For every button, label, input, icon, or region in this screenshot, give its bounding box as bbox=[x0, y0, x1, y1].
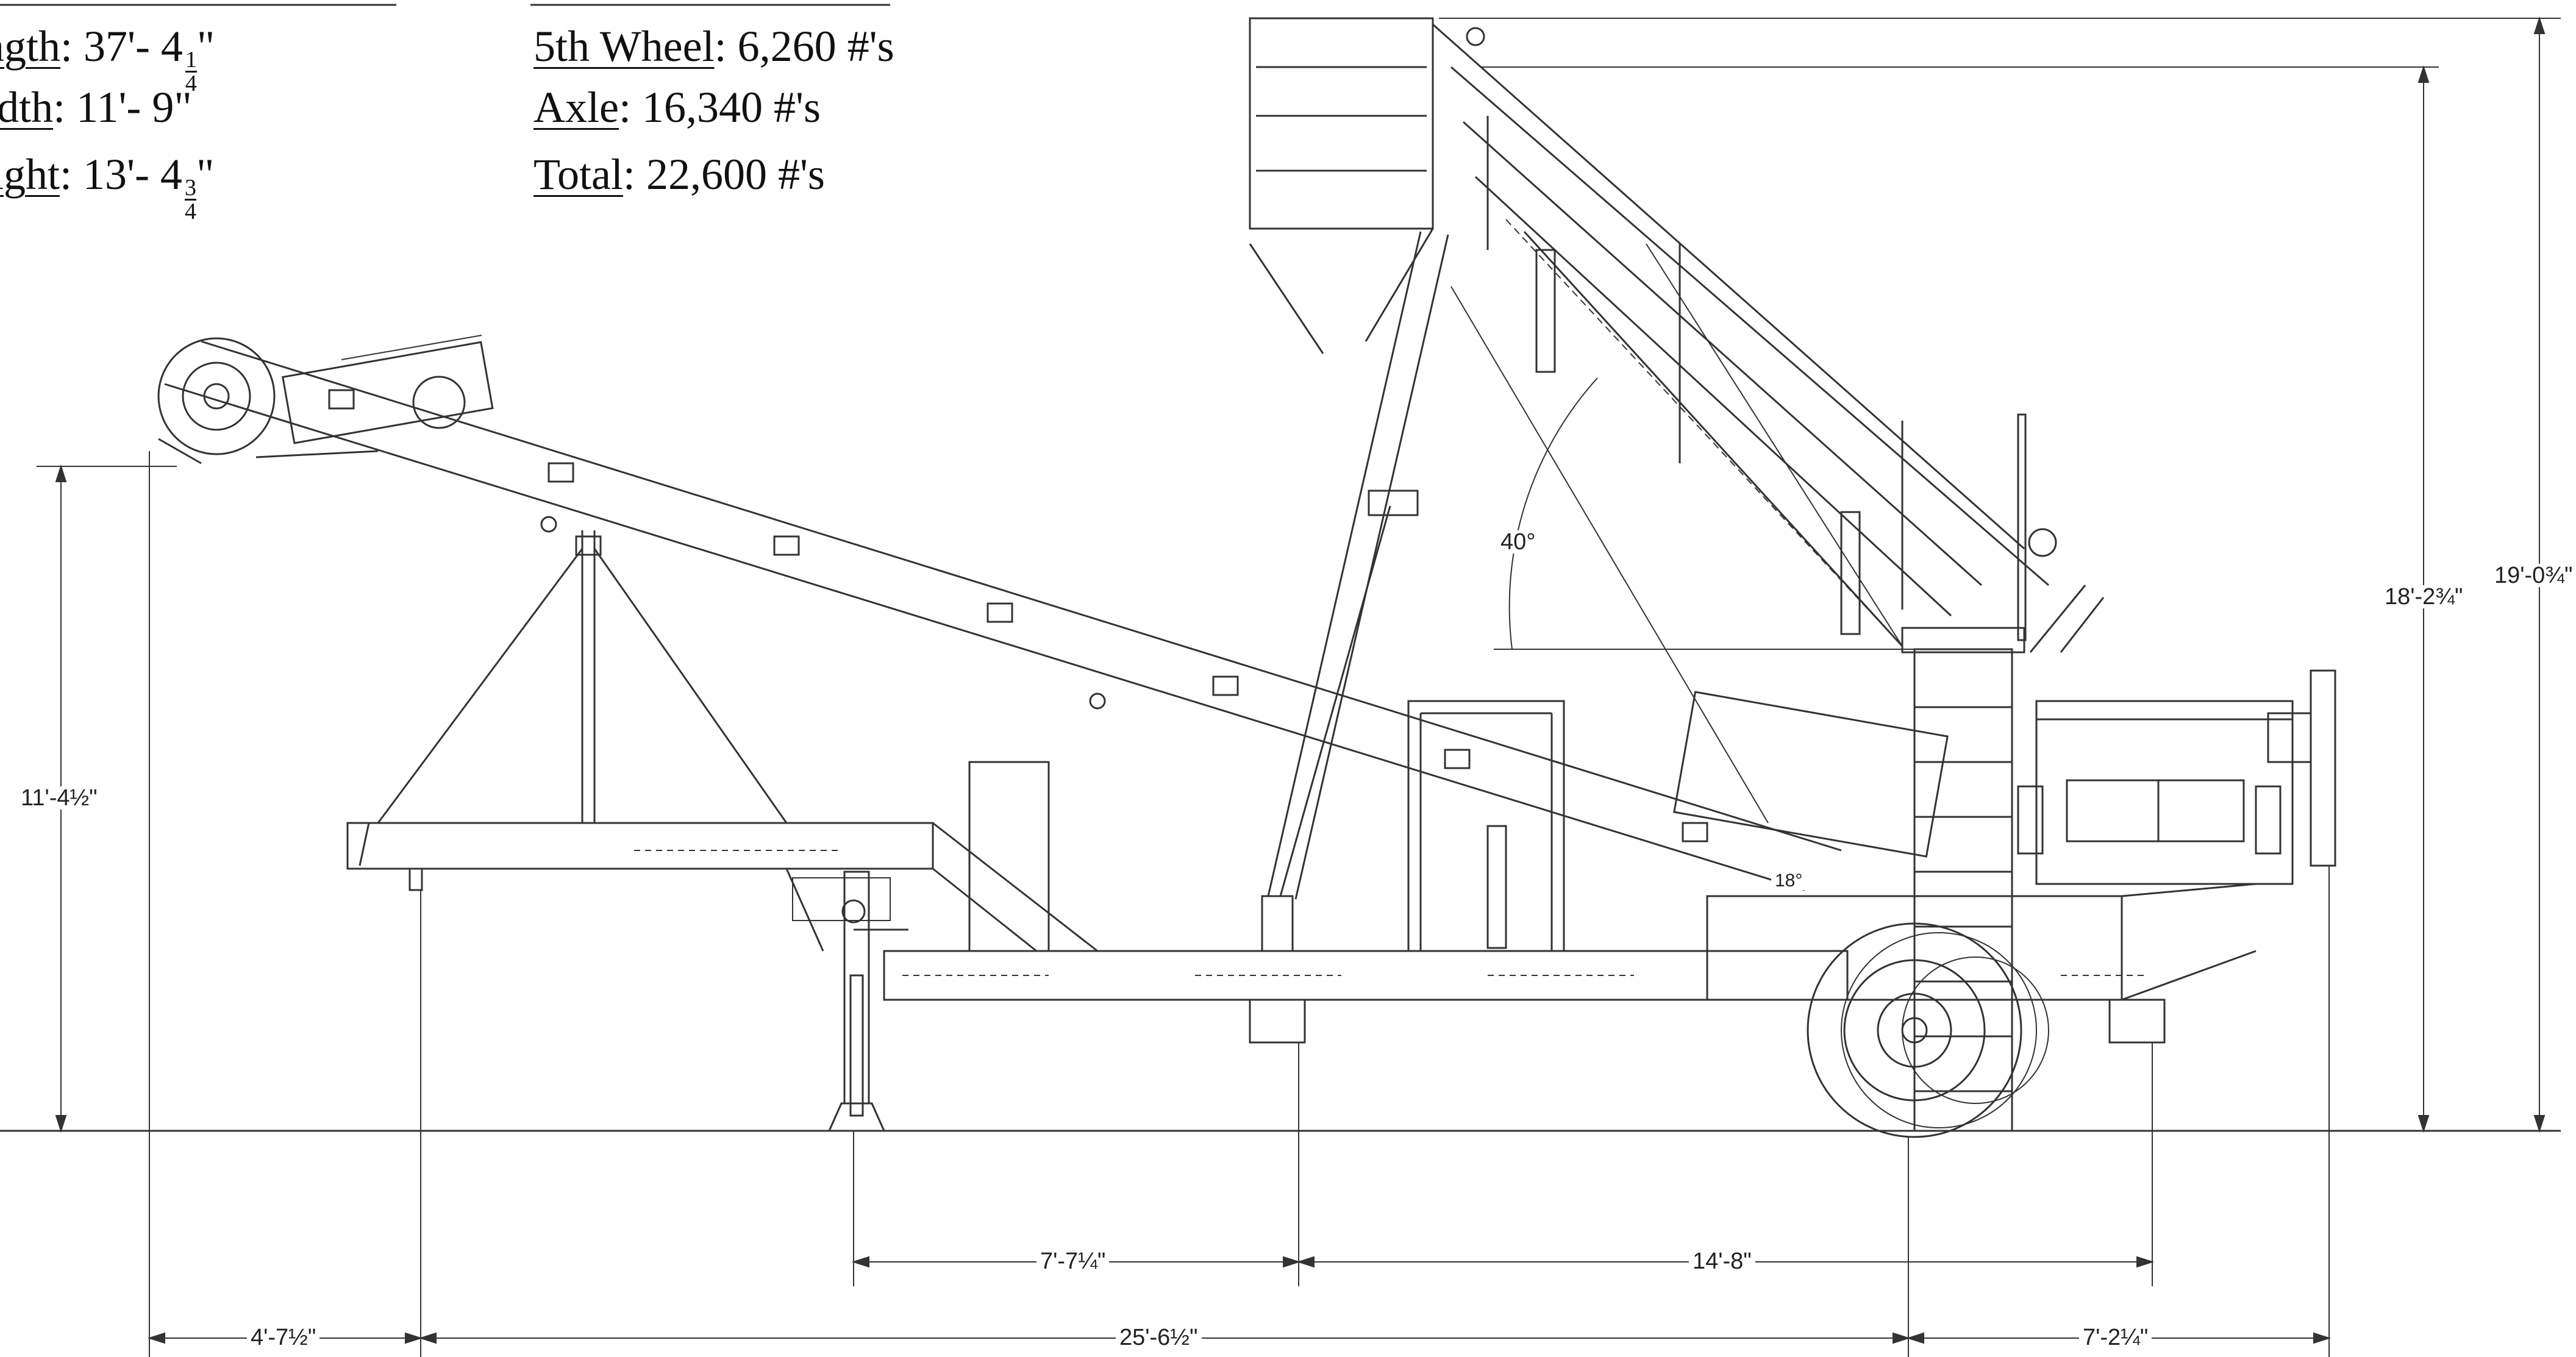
feed-conveyor bbox=[157, 335, 1842, 891]
dim-leg-to-rear: 14'-8" bbox=[1689, 1250, 1755, 1273]
vertical-dimension-lines bbox=[55, 16, 2546, 1133]
discharge-hopper bbox=[1673, 585, 2336, 885]
spec-fifth-wheel: 5th Wheel: 6,260 #'s bbox=[533, 22, 894, 71]
center-stand-frame bbox=[1407, 700, 1565, 952]
dim-mid-height: 18'-2¾" bbox=[2381, 585, 2467, 608]
dim-jack-to-leg: 7'-7¼" bbox=[1036, 1250, 1110, 1273]
horizontal-dimension-lines bbox=[147, 1256, 2332, 1344]
tandem-wheel bbox=[1807, 922, 2049, 1138]
center-tower bbox=[1901, 627, 2025, 1132]
landing-gear-jack bbox=[827, 871, 908, 1132]
conveyor-a-frame bbox=[377, 530, 788, 824]
spec-height: Height: 13'- 434" bbox=[0, 150, 215, 225]
dim-angle-top: 40° bbox=[1497, 530, 1540, 554]
dim-main-span: 25'-6½" bbox=[1116, 1326, 1202, 1349]
dim-left-height: 11'-4½" bbox=[17, 786, 101, 810]
dim-rear-offset: 7'-2¼" bbox=[2079, 1326, 2152, 1349]
king-pin bbox=[409, 867, 423, 891]
elevator-deck bbox=[1249, 17, 2057, 647]
dim-right-height: 19'-0¾" bbox=[2491, 564, 2576, 587]
spec-width: Width: 11'- 9" bbox=[0, 83, 192, 132]
frame-post bbox=[968, 761, 1050, 952]
dim-angle-small: 18° bbox=[1771, 872, 1807, 890]
spec-axle: Axle: 16,340 #'s bbox=[533, 83, 821, 132]
dim-front-offset: 4'-7½" bbox=[247, 1326, 320, 1349]
lift-cylinder bbox=[1261, 231, 1449, 952]
extension-lines bbox=[37, 18, 2561, 1357]
angle-40-construction bbox=[1450, 219, 1963, 824]
spec-total: Total: 22,600 #'s bbox=[533, 150, 825, 199]
trailer-frame bbox=[346, 822, 2257, 1044]
spec-length: Length: 37'- 414" bbox=[0, 22, 215, 97]
